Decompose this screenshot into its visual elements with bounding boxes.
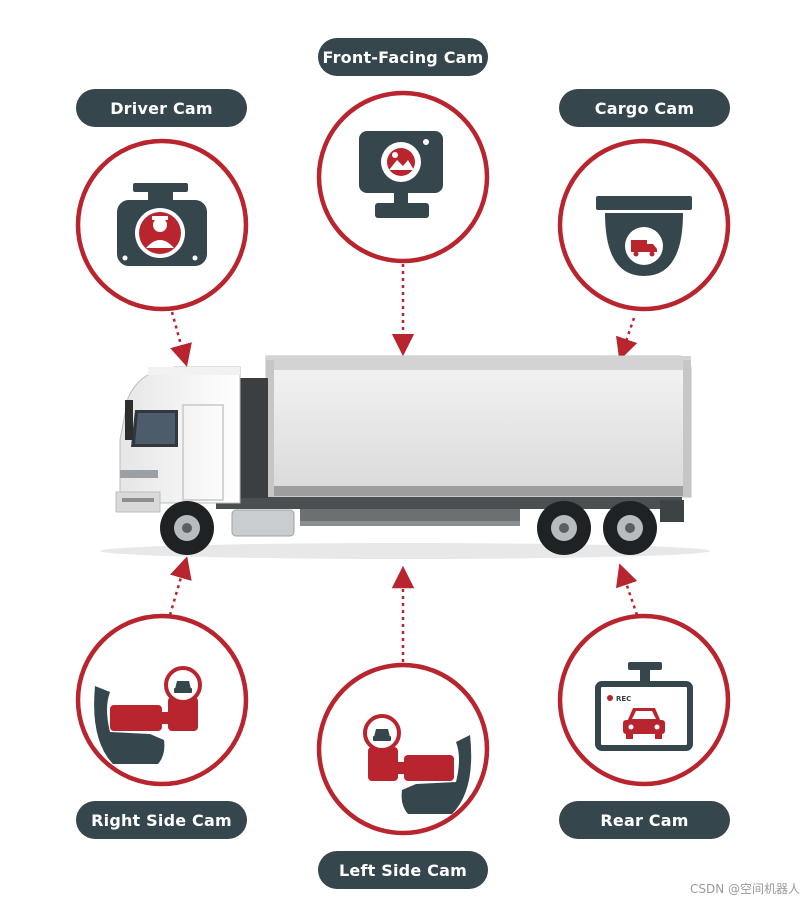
rear-camera-monitor-icon: REC [595, 662, 693, 751]
arrow-driver [170, 311, 192, 367]
front-cam-circle [316, 90, 490, 264]
dome-camera-truck-icon [596, 196, 692, 276]
label-rear-cam: Rear Cam [559, 801, 730, 839]
label-front-facing-cam: Front-Facing Cam [318, 38, 488, 76]
arrow-cargo [616, 317, 638, 361]
side-mirror-camera-icon [94, 666, 202, 764]
rear-cam-circle: REC [557, 613, 731, 787]
right-side-cam-circle [75, 613, 249, 787]
label-left-side-cam: Left Side Cam [318, 851, 488, 889]
arrow-right-side [168, 556, 192, 616]
cargo-cam-circle [557, 138, 731, 312]
truck-illustration [100, 355, 710, 559]
rec-indicator: REC [616, 695, 631, 703]
label-driver-cam: Driver Cam [76, 89, 247, 127]
arrow-rear [615, 563, 639, 616]
truck-wheels [160, 501, 657, 555]
arrows [168, 264, 639, 662]
label-right-side-cam: Right Side Cam [76, 801, 247, 839]
label-cargo-cam: Cargo Cam [559, 89, 730, 127]
monitor-camera-icon [359, 131, 443, 218]
driver-cam-circle [75, 138, 249, 312]
dash-camera-driver-icon [117, 183, 207, 266]
side-mirror-camera-icon [363, 714, 472, 814]
left-side-cam-circle [316, 662, 490, 836]
watermark: CSDN @空间机器人 [689, 882, 800, 896]
